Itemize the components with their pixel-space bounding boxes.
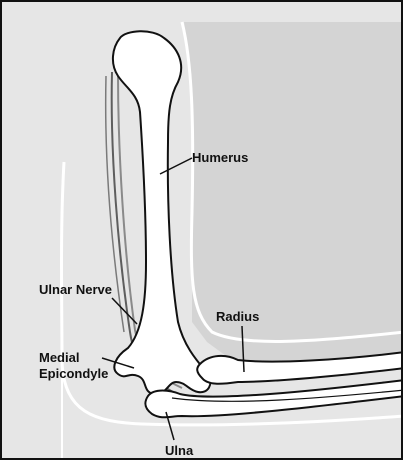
label-radius: Radius <box>216 309 259 324</box>
label-epicondyle: Epicondyle <box>39 366 108 381</box>
label-ulnar-nerve: Ulnar Nerve <box>39 282 112 297</box>
label-ulna: Ulna <box>165 443 193 458</box>
label-humerus: Humerus <box>192 150 248 165</box>
label-medial: Medial <box>39 350 79 365</box>
